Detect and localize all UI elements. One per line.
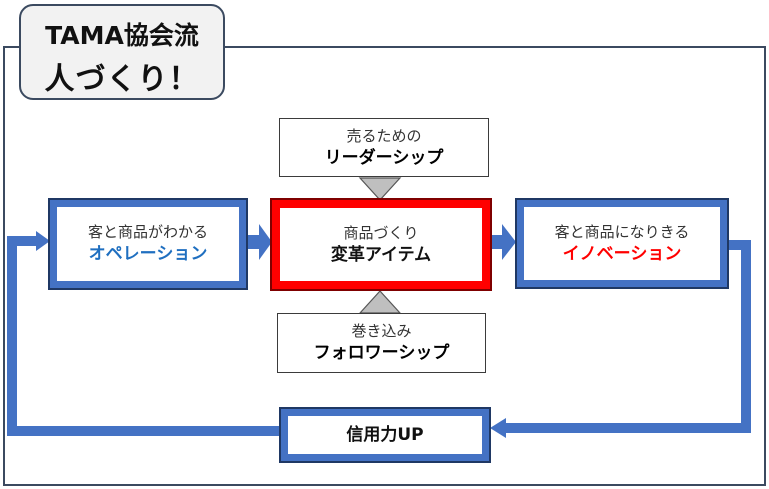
operation-line-1: 客と商品がわかる	[87, 223, 208, 241]
followership-line-2: フォロワーシップ	[313, 343, 450, 363]
forward-arrow-2-head	[502, 224, 516, 260]
leadership-box: 売るための リーダーシップ	[279, 118, 489, 177]
innovation-line-2: イノベーション	[562, 243, 682, 264]
forward-arrow-2-shaft	[491, 235, 503, 249]
title-line-1: TAMA協会流	[45, 21, 199, 50]
forward-arrow-1-head	[259, 224, 272, 260]
title-callout: TAMA協会流 人づくり！	[19, 4, 225, 100]
leadership-line-2: リーダーシップ	[324, 147, 444, 168]
title-line-2: 人づくり！	[44, 62, 200, 97]
loop-arrow-left-head	[36, 231, 50, 251]
loop-arrow-right	[503, 240, 751, 433]
trust-up-box: 信用力UP	[281, 409, 489, 461]
innovation-line-1: 客と商品になりきる	[554, 222, 690, 241]
reform-item-box: 商品づくり 変革アイテム	[272, 200, 490, 289]
innovation-box: 客と商品になりきる イノベーション	[517, 200, 727, 287]
operation-box: 客と商品がわかる オペレーション	[50, 200, 246, 288]
bottom-connector-triangle	[358, 290, 402, 314]
operation-line-2: オペレーション	[88, 244, 208, 264]
loop-arrow-left	[7, 236, 281, 436]
loop-arrow-right-head	[490, 418, 506, 438]
followership-line-1: 巻き込み	[351, 322, 412, 340]
trust-up-label: 信用力UP	[346, 425, 424, 445]
reform-line-1: 商品づくり	[343, 223, 419, 242]
top-connector-triangle	[358, 177, 402, 201]
forward-arrow-1-shaft	[248, 235, 260, 249]
reform-line-2: 変革アイテム	[330, 244, 432, 265]
leadership-line-1: 売るための	[346, 126, 422, 145]
followership-box: 巻き込み フォロワーシップ	[277, 313, 486, 373]
